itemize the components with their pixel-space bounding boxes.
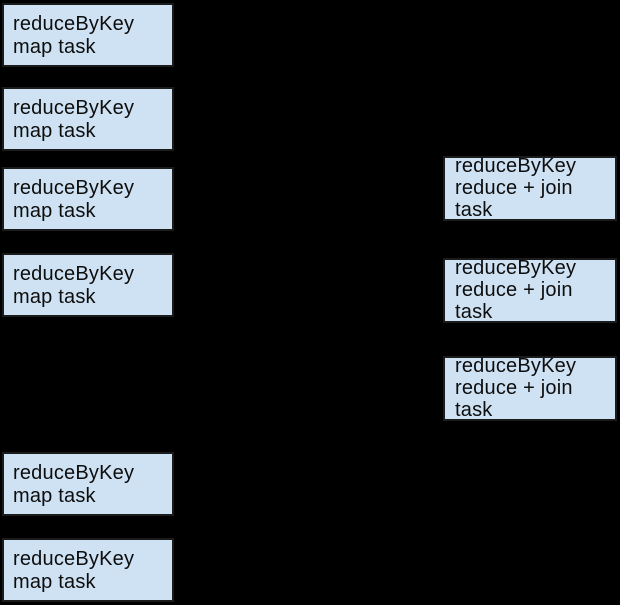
box-label: reduceByKey map task: [13, 548, 168, 593]
box-label-line: reduce + join: [455, 279, 573, 301]
box-label: reduceByKey map task: [13, 13, 168, 58]
box-label-line: map task: [13, 199, 96, 222]
box-label-line: reduceByKey: [13, 13, 135, 35]
box-label: reduceByKey map task: [13, 177, 168, 222]
map-task-box: reduceByKey map task: [2, 167, 174, 231]
box-label-line: reduceByKey: [13, 548, 135, 570]
box-label-line: reduceByKey: [13, 462, 135, 484]
box-label-line: task: [455, 399, 493, 421]
box-label-line: map task: [13, 484, 96, 507]
box-label-line: reduceByKey: [455, 155, 577, 177]
map-task-box: reduceByKey map task: [2, 87, 174, 151]
box-label-line: task: [455, 199, 493, 221]
map-task-box: reduceByKey map task: [2, 3, 174, 67]
box-label: reduceByKey reduce + join task: [455, 155, 611, 221]
map-task-box: reduceByKey map task: [2, 253, 174, 317]
box-label-line: reduceByKey: [455, 257, 577, 279]
box-label: reduceByKey reduce + join task: [455, 257, 611, 323]
box-label-line: reduceByKey: [13, 97, 135, 119]
reduce-join-task-box: reduceByKey reduce + join task: [443, 355, 617, 421]
box-label: reduceByKey map task: [13, 97, 168, 142]
map-task-box: reduceByKey map task: [2, 452, 174, 516]
box-label: reduceByKey reduce + join task: [455, 355, 611, 421]
box-label-line: reduceByKey: [13, 263, 135, 285]
box-label-line: reduceByKey: [455, 355, 577, 377]
box-label-line: reduceByKey: [13, 177, 135, 199]
map-task-box: reduceByKey map task: [2, 538, 174, 602]
box-label-line: map task: [13, 119, 96, 142]
box-label-line: map task: [13, 570, 96, 593]
box-label: reduceByKey map task: [13, 263, 168, 308]
reduce-join-task-box: reduceByKey reduce + join task: [443, 257, 617, 323]
reduce-join-task-box: reduceByKey reduce + join task: [443, 155, 617, 221]
box-label: reduceByKey map task: [13, 462, 168, 507]
box-label-line: reduce + join: [455, 377, 573, 399]
box-label-line: reduce + join: [455, 177, 573, 199]
box-label-line: map task: [13, 285, 96, 308]
box-label-line: task: [455, 301, 493, 323]
box-label-line: map task: [13, 35, 96, 58]
